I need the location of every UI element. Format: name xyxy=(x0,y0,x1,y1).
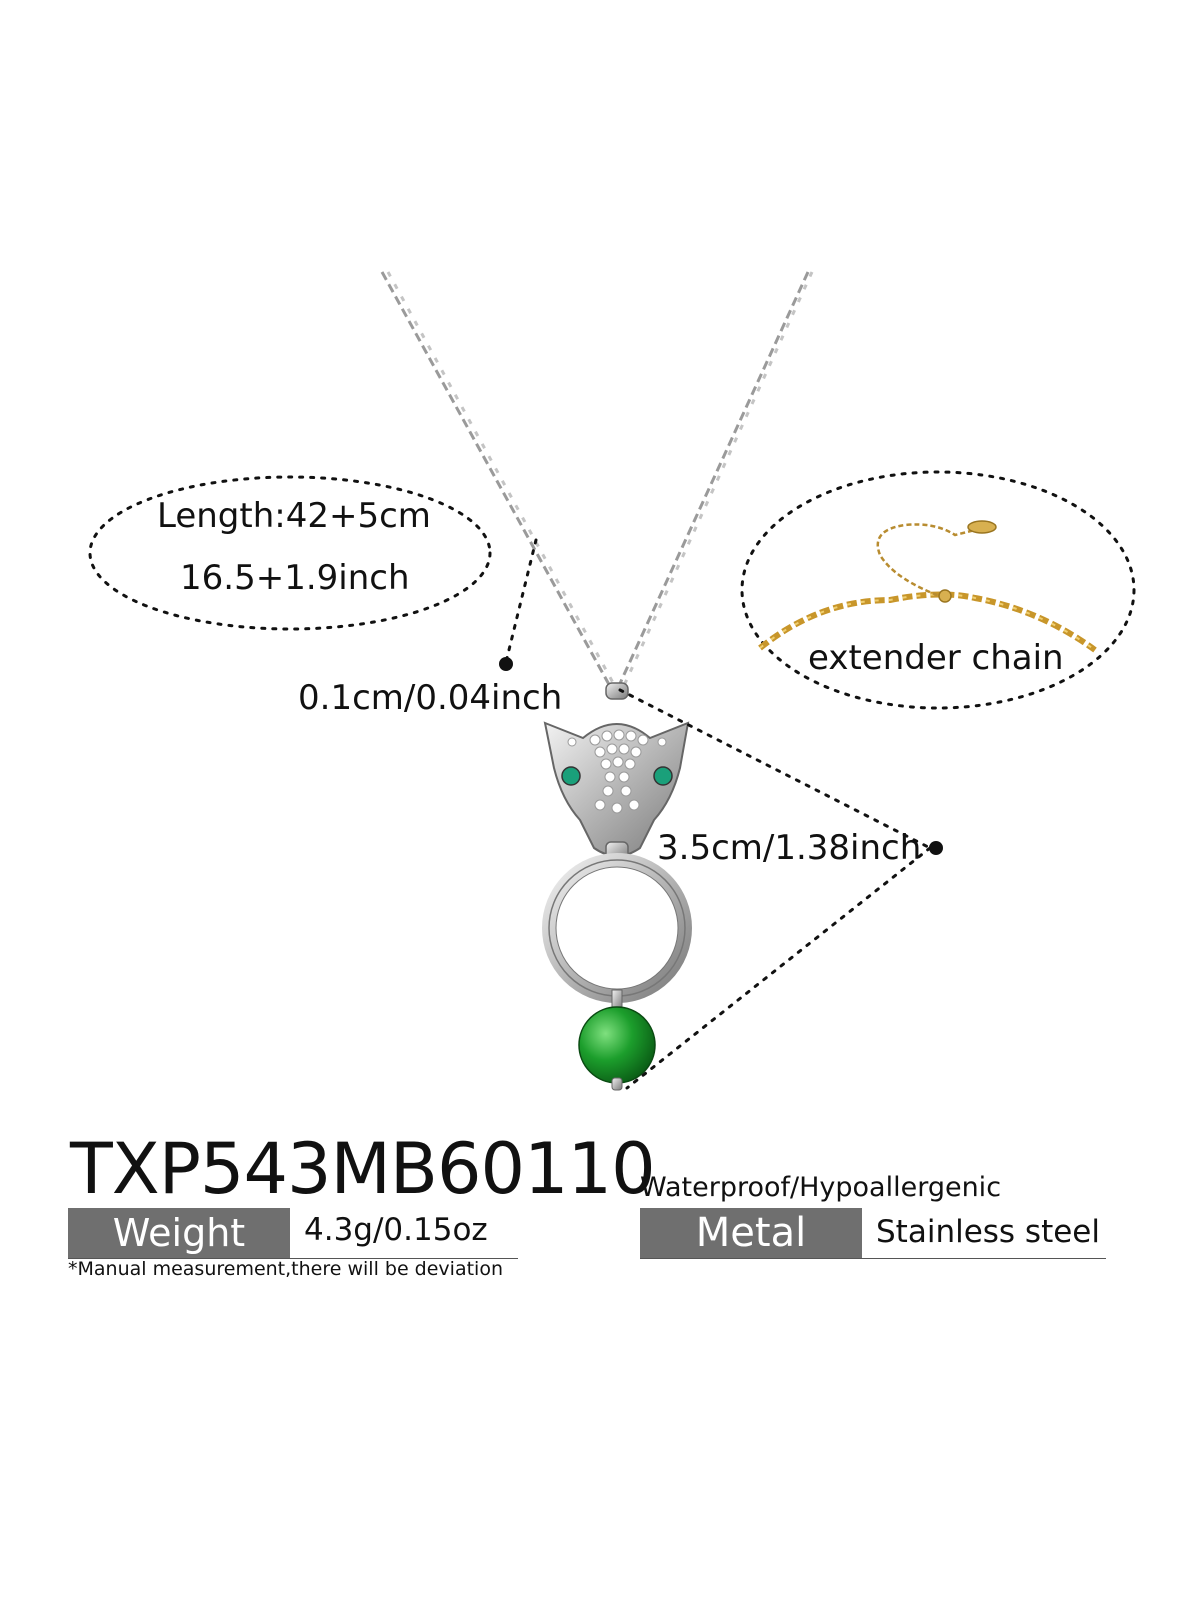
thickness-leader-line xyxy=(505,538,538,660)
right-eye-gem xyxy=(653,766,673,786)
thickness-leader-dot xyxy=(499,657,513,671)
extender-callout-ellipse xyxy=(740,470,1136,710)
pendant-size-text: 3.5cm/1.38inch xyxy=(657,828,922,868)
metal-label: Metal xyxy=(695,1210,807,1256)
leopard-head-pendant xyxy=(543,682,690,861)
gold-extender-chain xyxy=(758,520,1097,653)
pendant-leader-dot xyxy=(929,841,943,855)
weight-underline xyxy=(68,1258,518,1259)
weight-value: 4.3g/0.15oz xyxy=(304,1212,488,1248)
features-text: Waterproof/Hypoallergenic xyxy=(640,1172,1002,1203)
metal-value: Stainless steel xyxy=(876,1214,1100,1250)
length-inch-text: 16.5+1.9inch xyxy=(180,558,410,598)
left-eye-gem xyxy=(561,766,581,786)
chain-thickness-text: 0.1cm/0.04inch xyxy=(298,678,563,718)
necklace-chain xyxy=(380,271,814,691)
extender-chain-label: extender chain xyxy=(808,638,1064,678)
length-callout-ellipse xyxy=(88,475,492,631)
weight-label: Weight xyxy=(112,1211,246,1255)
metal-underline xyxy=(640,1258,1106,1259)
pendant-bottom-leader-line xyxy=(625,846,932,1090)
product-sku: TXP543MB60110 xyxy=(70,1128,656,1210)
pendant-top-leader-line xyxy=(618,688,932,850)
measurement-disclaimer: *Manual measurement,there will be deviat… xyxy=(68,1258,503,1280)
length-cm-text: Length:42+5cm xyxy=(157,496,431,536)
green-bead xyxy=(578,1006,656,1084)
